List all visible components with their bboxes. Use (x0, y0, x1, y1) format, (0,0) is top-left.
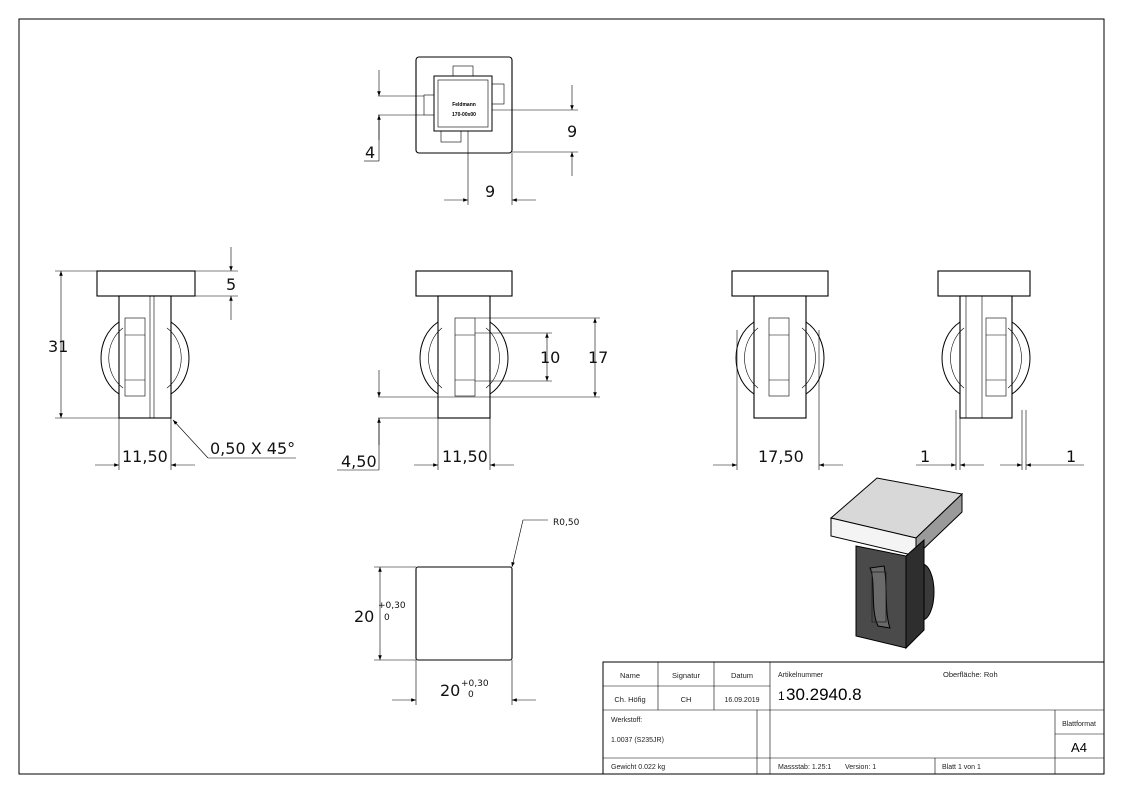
v2-dim-width: 11,50 (442, 447, 488, 466)
v1-dim-31: 31 (48, 337, 68, 356)
tb-header-datum: Datum (731, 671, 753, 680)
tb-header-signatur: Signatur (672, 671, 700, 680)
front-view-1: 31 5 11,50 0,50 X 45° (48, 247, 296, 470)
tb-oberflaeche: Oberfläche: Roh (943, 670, 998, 679)
square-view: R0,50 20 +0,30 0 20 +0,30 0 (354, 518, 580, 705)
square-tol-w-minus: 0 (468, 690, 474, 700)
tb-werkstoff: 1.0037 (S235JR) (611, 737, 664, 744)
tb-header-name: Name (620, 671, 640, 680)
v3-dim-width: 17,50 (758, 447, 804, 466)
top-dim-9-bottom: 9 (485, 182, 495, 201)
v2-dim-offset: 4,50 (341, 452, 377, 471)
square-tol-h-minus: 0 (384, 613, 390, 623)
tb-werkstoff-label: Werkstoff: (611, 717, 642, 724)
square-dim-w: 20 (440, 681, 460, 700)
v1-dim-width: 11,50 (122, 447, 168, 466)
top-view-label-1: Feldmann (452, 102, 476, 108)
tb-name: Ch. Höfig (614, 695, 645, 704)
tb-version: Version: 1 (845, 764, 876, 771)
tb-artikel-label: Artikelnummer (778, 672, 824, 679)
v4-dim-left: 1 (920, 447, 930, 466)
tb-gewicht: Gewicht 0.022 kg (611, 764, 665, 771)
top-dim-9-right: 9 (567, 122, 577, 141)
top-view-label-2: 170-00x00 (452, 112, 476, 118)
isometric-view (829, 477, 964, 650)
tb-blattformat: A4 (1071, 740, 1087, 755)
square-tol-h-plus: +0,30 (378, 601, 406, 611)
tb-signatur: CH (681, 695, 692, 704)
v4-dim-right: 1 (1066, 447, 1076, 466)
front-view-2: 10 17 4,50 11,50 (337, 270, 608, 471)
square-tol-w-plus: +0,30 (461, 679, 489, 689)
v1-chamfer-note: 0,50 X 45° (210, 439, 295, 458)
v2-dim-17: 17 (588, 348, 608, 367)
tb-datum: 16.09.2019 (724, 697, 759, 704)
tb-artikel-prefix: 1 (778, 689, 785, 703)
tb-blattformat-label: Blattformat (1062, 721, 1096, 728)
v2-dim-10: 10 (540, 348, 560, 367)
tb-artikel-number: 30.2940.8 (786, 685, 862, 704)
tb-massstab: Massstab: 1.25:1 (778, 764, 831, 771)
top-dim-4: 4 (365, 143, 375, 162)
v1-dim-5: 5 (226, 275, 236, 294)
tb-blatt: Blatt 1 von 1 (942, 764, 981, 771)
top-view: Feldmann 170-00x00 4 9 9 (364, 56, 578, 205)
sheet-border (18, 18, 1105, 775)
square-dim-h: 20 (354, 607, 374, 626)
side-view-4: 1 1 (916, 270, 1084, 470)
square-radius: R0,50 (553, 518, 580, 528)
side-view-3: 17,50 (713, 270, 843, 470)
title-block: Name Signatur Datum Ch. Höfig CH 16.09.2… (602, 661, 1105, 775)
